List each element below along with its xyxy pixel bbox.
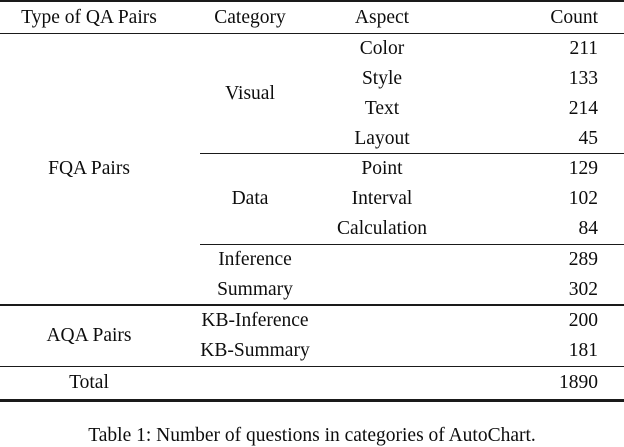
category-label-kb-inference-text: KB-Inference (201, 310, 309, 332)
count-color: 211 (569, 38, 598, 60)
header-row: Type of QA Pairs Category Aspect Count (0, 0, 624, 34)
qa-pairs-count-table: Type of QA Pairs Category Aspect Count F… (0, 0, 624, 402)
count-kb-summary: 181 (464, 335, 624, 367)
aspect-point: Point (361, 158, 403, 180)
group-label-fqa-pairs: FQA Pairs (0, 33, 200, 307)
count-calculation: 84 (464, 213, 624, 245)
total-spacer (300, 366, 464, 402)
table-row: Data Point 129 (0, 153, 624, 245)
group-label-aqa-pairs: AQA Pairs (0, 305, 200, 367)
header-type-of-qa-pairs: Type of QA Pairs (0, 0, 200, 34)
table-row: Inference 289 (0, 244, 624, 274)
count-layout: 45 (464, 123, 624, 155)
count-interval: 102 (568, 188, 598, 210)
total-count: 1890 (464, 366, 624, 402)
aspect-text: Text (364, 97, 400, 119)
aspect-layout: Layout (300, 123, 464, 155)
total-label: Total (0, 366, 200, 402)
count-point: 129 (568, 158, 598, 180)
total-spacer (200, 366, 300, 402)
aspect-calculation: Calculation (300, 213, 464, 245)
category-label-kb-inference: KB-Inference (200, 305, 464, 336)
count-text: 214 (568, 97, 598, 119)
aspect-color: Color (359, 38, 405, 60)
header-aspect: Aspect (300, 0, 464, 34)
table-row: AQA Pairs KB-Inference 200 (0, 305, 624, 367)
count-style: 133 (568, 67, 598, 89)
table-body: FQA Pairs Visual Color 211 Style 133 Tex… (0, 33, 624, 402)
aspect-style: Style (361, 67, 403, 89)
table-row: KB-Summary 181 (0, 335, 624, 367)
category-label-summary-text: Summary (217, 278, 293, 300)
total-row: Total 1890 (0, 366, 624, 402)
category-label-summary: Summary (200, 274, 464, 307)
table-row: Calculation 84 (0, 213, 624, 245)
table-row: Text 214 (0, 94, 624, 124)
table-header: Type of QA Pairs Category Aspect Count (0, 0, 624, 34)
table-row: Interval 102 (0, 184, 624, 214)
count-kb-inference: 200 (568, 310, 598, 332)
category-label-data: Data (200, 153, 300, 245)
table-row: FQA Pairs Visual Color 211 (0, 33, 624, 307)
header-category: Category (200, 0, 300, 34)
category-label-kb-summary-text: KB-Summary (200, 340, 310, 362)
category-label-kb-summary: KB-Summary (200, 335, 464, 367)
table-row: Style 133 (0, 64, 624, 94)
table-row: Summary 302 (0, 274, 624, 307)
category-label-inference: Inference (200, 244, 464, 274)
category-label-inference-text: Inference (218, 248, 292, 270)
header-count: Count (464, 0, 624, 34)
category-label-visual: Visual (200, 33, 300, 155)
aspect-interval: Interval (351, 188, 413, 210)
count-inference: 289 (568, 248, 598, 270)
table-row: Layout 45 (0, 123, 624, 155)
count-summary: 302 (464, 274, 624, 307)
